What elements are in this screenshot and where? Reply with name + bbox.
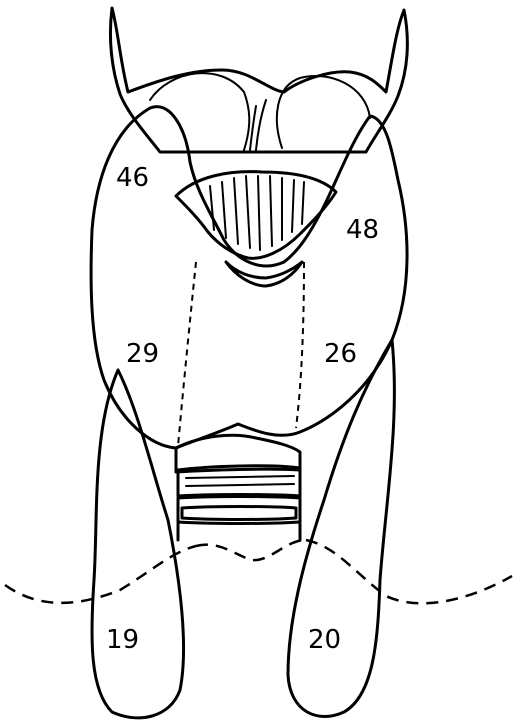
lower-left-lobe <box>288 340 394 716</box>
label-20: 20 <box>308 625 341 655</box>
label-48: 48 <box>346 215 379 245</box>
dashed-line-right <box>5 546 196 603</box>
dashed-line-left <box>306 540 512 603</box>
isthmus-divider-left <box>296 262 304 428</box>
trachea-ring-1-shade <box>186 476 294 486</box>
label-29: 29 <box>126 339 159 369</box>
main-gland <box>91 107 407 448</box>
isthmus-divider-right <box>178 262 196 446</box>
label-46: 46 <box>116 163 149 193</box>
lower-right-lobe <box>92 370 184 718</box>
cartilage-notch <box>250 100 266 150</box>
label-26: 26 <box>324 339 357 369</box>
laryngeal-opening <box>176 172 336 259</box>
dashed-line-middle <box>196 540 306 560</box>
cartilage-inner-right <box>150 73 249 150</box>
trachea-ring-2-shade <box>182 507 296 520</box>
trachea-bottom <box>178 524 300 540</box>
label-19: 19 <box>106 625 139 655</box>
